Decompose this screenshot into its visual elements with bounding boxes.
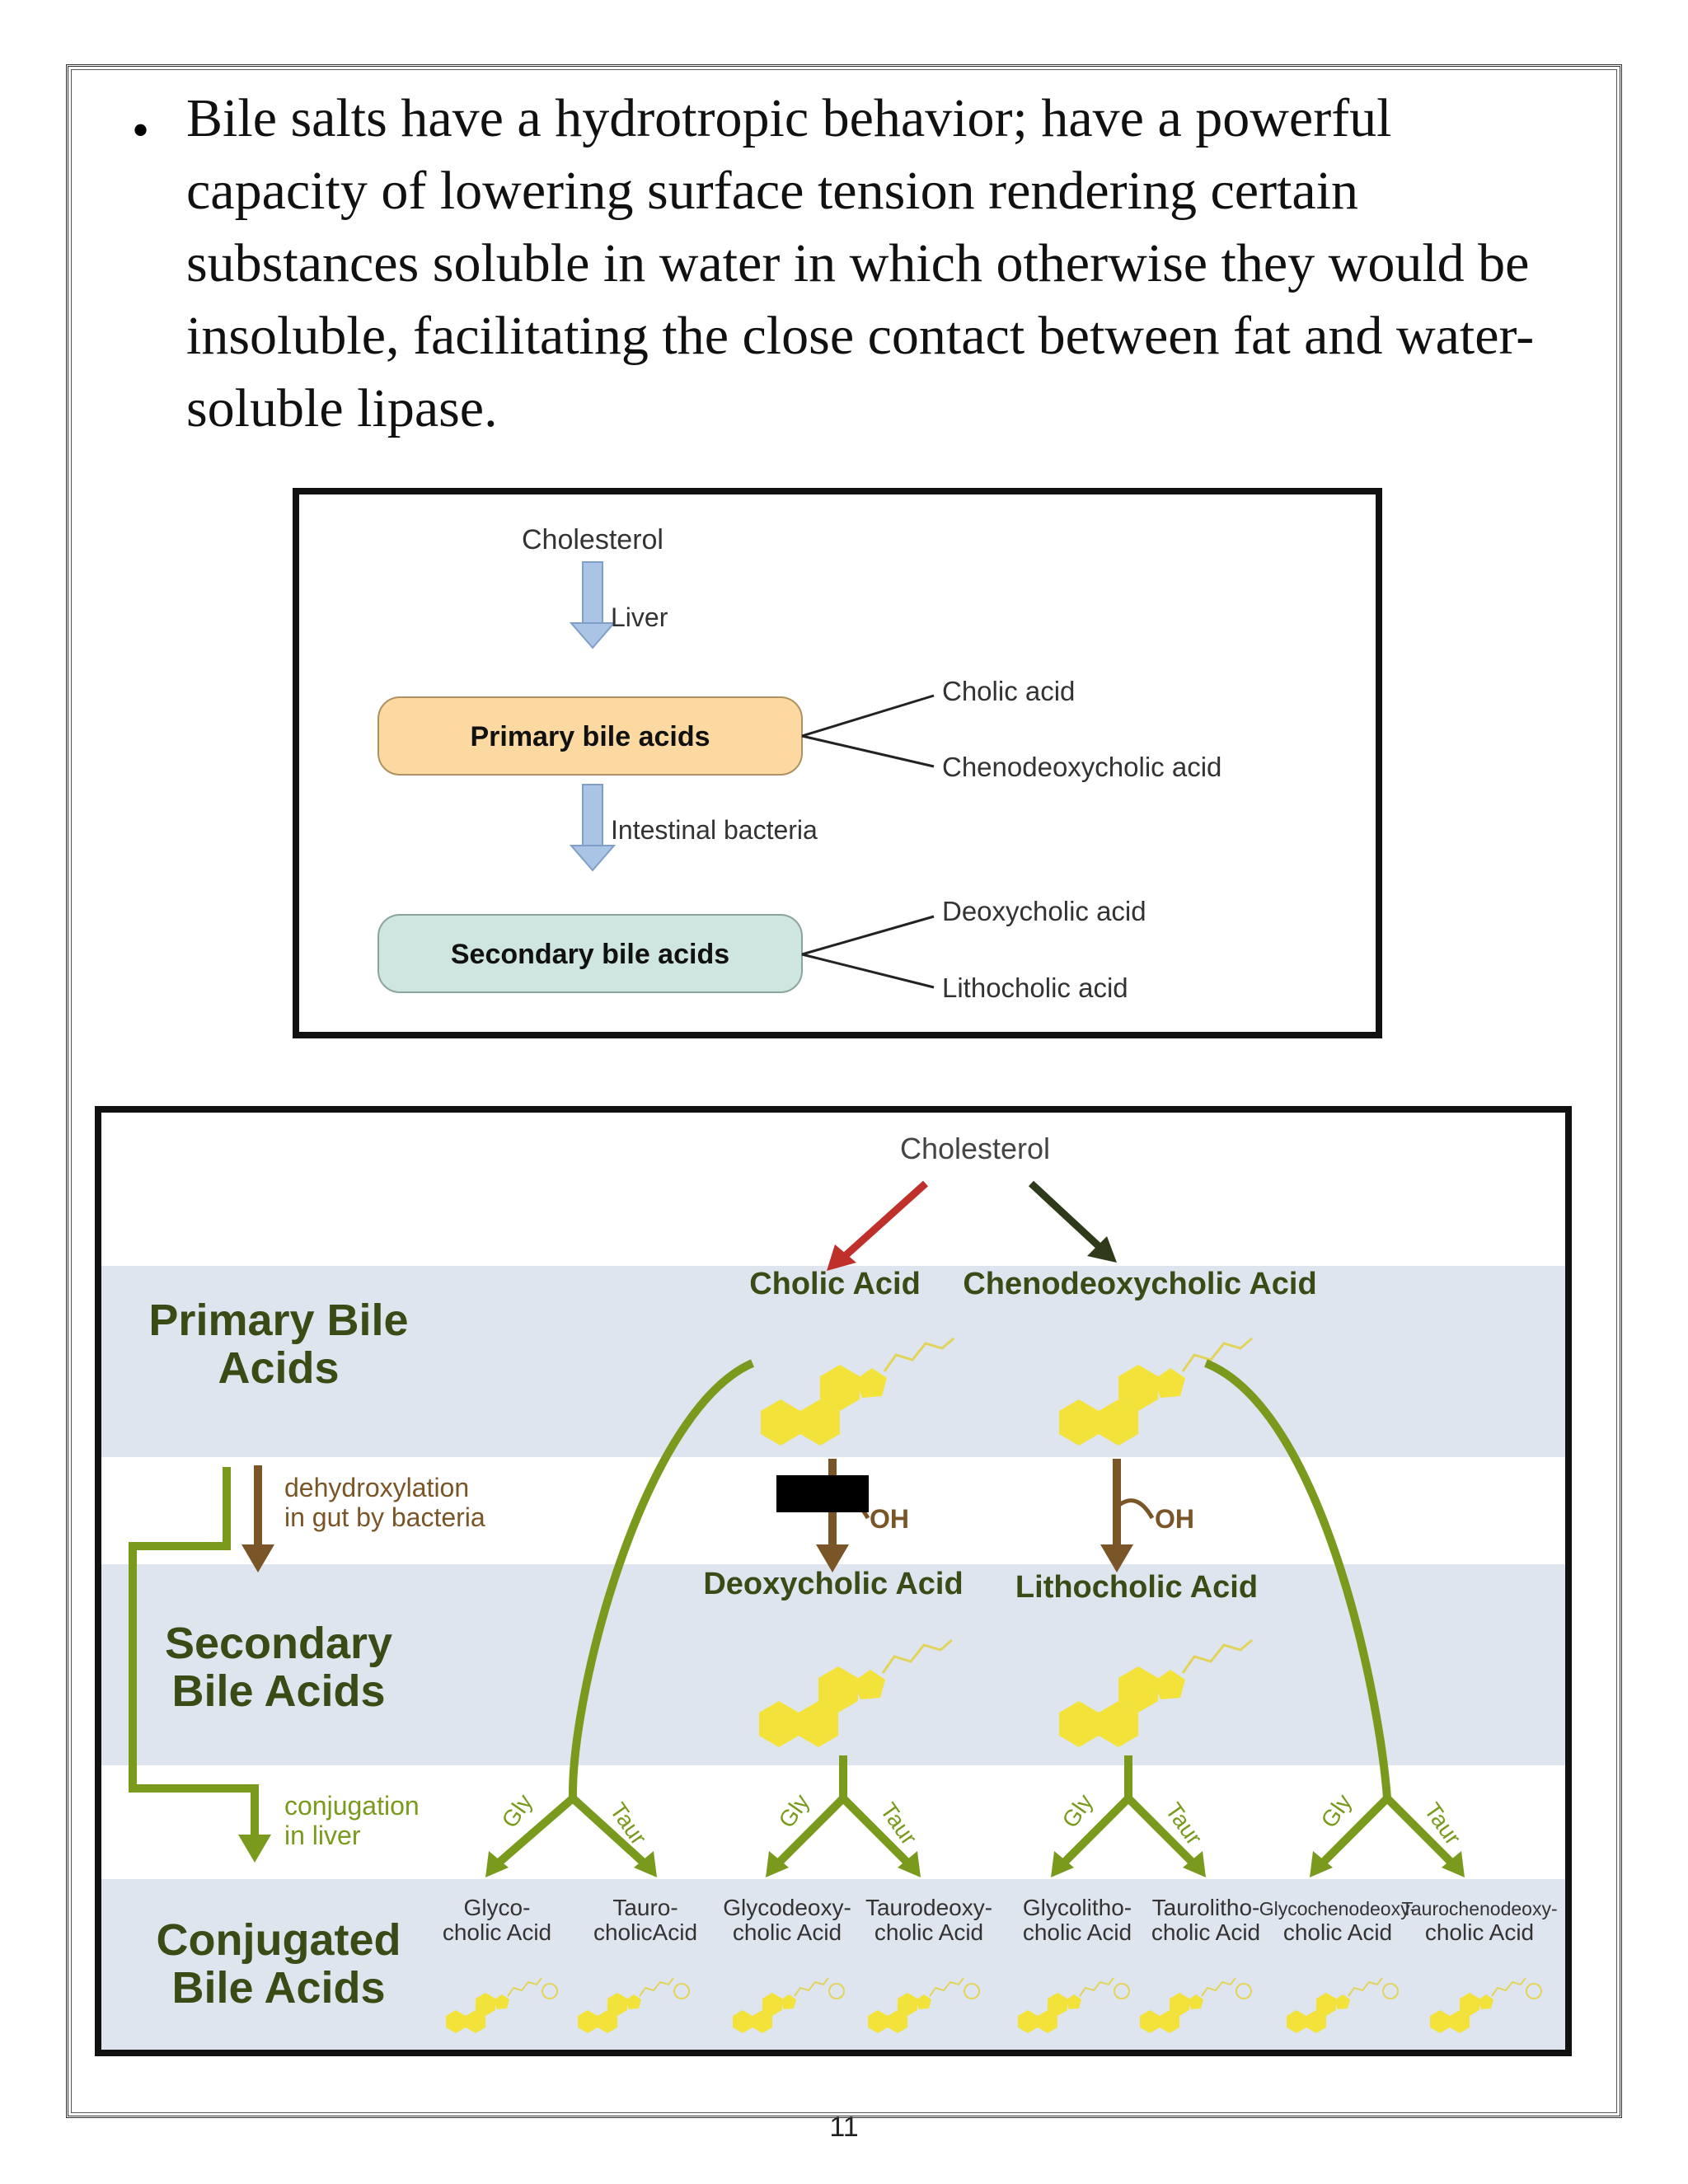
paragraph-line: substances soluble in water in which oth… <box>186 233 1530 293</box>
conjugated-name: cholic Acid <box>1425 1919 1534 1945</box>
secondary-box-label: Secondary bile acids <box>451 939 729 970</box>
taur-label: Taur <box>605 1798 652 1849</box>
figure-bile-acid-flow: Cholesterol Liver Primary bile acids Cho… <box>293 488 1382 1038</box>
down-arrow-icon <box>569 784 617 872</box>
primary-box-label: Primary bile acids <box>470 721 710 752</box>
cholic-conjugation-path <box>568 1359 754 1799</box>
oh-removal-arrow <box>1118 1498 1155 1520</box>
gly-label: Gly <box>1057 1789 1098 1832</box>
paragraph-line: insoluble, facilitating the close contac… <box>186 306 1535 366</box>
primary-row-label: Acids <box>218 1343 339 1393</box>
redaction-block <box>776 1475 869 1512</box>
chenodeoxycholic-acid-title: Chenodeoxycholic Acid <box>963 1267 1316 1301</box>
conjugation-forks <box>494 1795 1456 1868</box>
paragraph-line: soluble lipase. <box>186 378 498 438</box>
deoxycholic-acid-title: Deoxycholic Acid <box>703 1567 963 1601</box>
conjugated-row-label: Conjugated <box>157 1915 401 1965</box>
branch-line <box>801 953 935 989</box>
gly-label: Gly <box>774 1789 814 1832</box>
fork-arrowheads <box>485 1851 1465 1877</box>
conjugated-name: cholic Acid <box>1283 1919 1392 1945</box>
cheno-conjugation-path <box>1204 1359 1391 1799</box>
conjugated-name: Taurolitho- <box>1152 1895 1260 1920</box>
oh-label: OH <box>870 1504 909 1534</box>
brown-arrowhead <box>241 1544 274 1572</box>
brown-arrowhead <box>1100 1544 1133 1572</box>
conjugated-row-label: Bile Acids <box>171 1963 385 2013</box>
conjugated-acid-names: Glyco- cholic Acid Tauro- cholicAcid Gly… <box>443 1895 1558 1945</box>
cholic-acid-label: Cholic acid <box>942 676 1075 706</box>
oh-label: OH <box>1155 1504 1194 1534</box>
conjugation-label: conjugation <box>284 1791 420 1821</box>
page-number: 11 <box>829 2111 859 2143</box>
intestinal-bacteria-label: Intestinal bacteria <box>611 815 818 845</box>
page-border-inner <box>71 69 1617 2113</box>
conjugated-name: Glycochenodeoxy- <box>1259 1898 1417 1919</box>
conjugated-name: cholic Acid <box>443 1919 551 1945</box>
page-border-outer <box>66 64 1622 2118</box>
conjugated-name: cholic Acid <box>1151 1919 1260 1945</box>
bullet-marker: • <box>132 103 150 157</box>
primary-row-label: Primary Bile <box>148 1296 408 1345</box>
green-arrowhead <box>238 1835 271 1863</box>
red-arrowhead <box>827 1244 856 1271</box>
fork-labels: Gly Taur Gly Taur Gly Taur Gly Taur <box>497 1789 1466 1849</box>
lithocholic-acid-title: Lithocholic Acid <box>1015 1570 1258 1605</box>
conjugated-name: Glycodeoxy- <box>723 1895 851 1920</box>
branch-line <box>801 915 935 956</box>
dehydroxylation-label: in gut by bacteria <box>284 1502 485 1532</box>
cholesterol-label: Cholesterol <box>522 524 663 555</box>
paragraph-line: Bile salts have a hydrotropic behavior; … <box>186 88 1392 148</box>
paragraph-line: capacity of lowering surface tension ren… <box>186 161 1359 221</box>
conjugated-name: Taurochenodeoxy- <box>1401 1898 1557 1919</box>
flow-diagram-svg: Cholesterol Liver Primary bile acids Cho… <box>377 524 1221 1003</box>
cholic-acid-title: Cholic Acid <box>749 1267 921 1301</box>
chenodeoxycholic-acid-label: Chenodeoxycholic acid <box>942 752 1221 782</box>
dehydroxylation-label: dehydroxylation <box>284 1473 469 1502</box>
pathway-diagram-svg: Cholesterol Primary Bile Acids Secondary… <box>101 1132 1565 2050</box>
gly-label: Gly <box>497 1789 537 1832</box>
conjugated-name: cholic Acid <box>1023 1919 1132 1945</box>
branch-line <box>801 694 935 738</box>
red-arrow <box>840 1180 929 1261</box>
conjugated-name: Glyco- <box>464 1895 531 1920</box>
conjugated-name: cholic Acid <box>874 1919 983 1945</box>
paragraph-text: Bile salts have a hydrotropic behavior; … <box>186 82 1688 445</box>
branch-line <box>801 734 935 768</box>
down-arrow-icon <box>569 561 617 649</box>
secondary-row-label: Bile Acids <box>171 1666 385 1716</box>
secondary-row-label: Secondary <box>165 1619 392 1668</box>
gly-label: Gly <box>1316 1789 1357 1832</box>
dark-arrow <box>1028 1180 1102 1249</box>
conjugation-path <box>129 1467 259 1838</box>
brown-arrowhead <box>816 1544 849 1572</box>
lithocholic-acid-label: Lithocholic acid <box>942 972 1128 1003</box>
figure-bile-acid-pathway: Cholesterol Primary Bile Acids Secondary… <box>95 1106 1572 2056</box>
liver-label: Liver <box>611 602 668 632</box>
deoxycholic-acid-label: Deoxycholic acid <box>942 896 1146 926</box>
dark-arrowhead <box>1087 1236 1117 1263</box>
conjugated-name: cholicAcid <box>593 1919 697 1945</box>
conjugated-name: Glycolitho- <box>1023 1895 1132 1920</box>
conjugated-name: Tauro- <box>612 1895 678 1920</box>
cholesterol-title: Cholesterol <box>900 1132 1050 1165</box>
conjugated-name: cholic Acid <box>733 1919 842 1945</box>
conjugation-label: in liver <box>284 1821 361 1850</box>
conjugated-name: Taurodeoxy- <box>865 1895 992 1920</box>
